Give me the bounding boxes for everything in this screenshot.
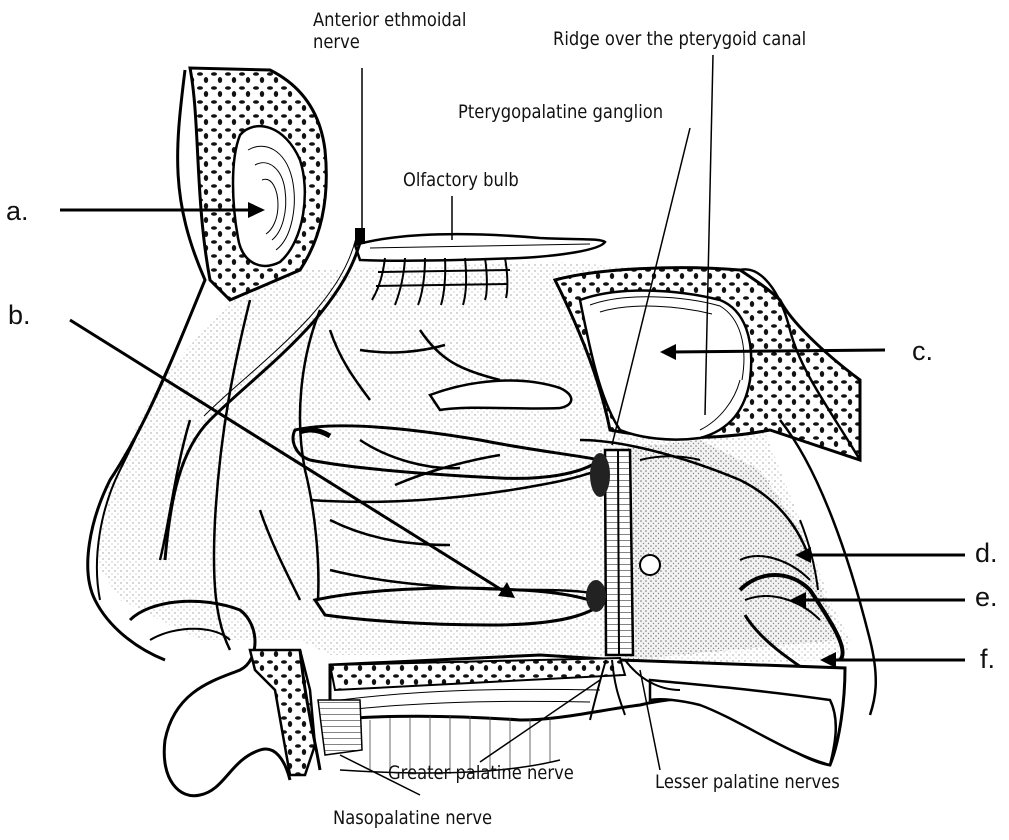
label-olfactory-bulb: Olfactory bulb [403, 170, 519, 192]
letter-c: c. [912, 338, 933, 365]
maxilla-front [250, 650, 315, 775]
label-pterygopalatine-ganglion: Pterygopalatine ganglion [458, 102, 663, 124]
label-anterior-ethmoidal-line1: Anterior ethmoidal [313, 10, 466, 32]
label-ridge-pterygoid-canal: Ridge over the pterygoid canal [553, 29, 806, 51]
label-greater-palatine-nerve: Greater palatine nerve [388, 763, 574, 785]
letter-a: a. [6, 198, 29, 225]
letter-e: e. [975, 584, 998, 611]
ganglion-node [590, 453, 610, 497]
label-nasopalatine-nerve: Nasopalatine nerve [333, 808, 492, 830]
label-anterior-ethmoidal-nerve: Anterior ethmoidal nerve [313, 10, 466, 54]
label-anterior-ethmoidal-line2: nerve [313, 32, 466, 54]
letter-f: f. [980, 646, 995, 673]
label-lesser-palatine-nerves: Lesser palatine nerves [655, 772, 840, 794]
incisive-region [318, 700, 362, 755]
letter-d: d. [975, 540, 998, 567]
letter-b: b. [8, 302, 31, 329]
